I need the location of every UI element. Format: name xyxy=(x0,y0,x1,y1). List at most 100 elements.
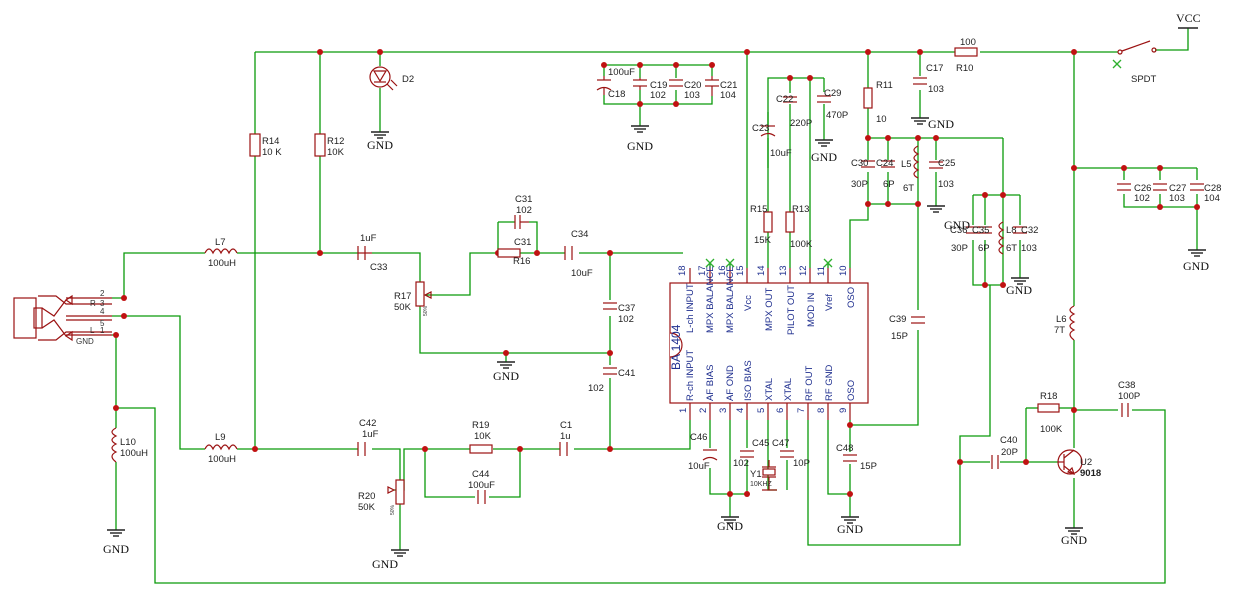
svg-text:L5: L5 xyxy=(901,159,912,170)
gnd-symbol-r17 xyxy=(497,361,515,369)
capacitor-c30: C30 30P xyxy=(851,158,875,190)
svg-text:100uH: 100uH xyxy=(208,454,236,465)
svg-text:15P: 15P xyxy=(891,331,908,342)
pin-num-11: 11 xyxy=(816,266,827,276)
svg-text:C35: C35 xyxy=(972,225,989,236)
capacitor-c17: C17 103 xyxy=(913,63,944,95)
svg-text:6T: 6T xyxy=(903,183,914,194)
inductor-l7: L7 100uH xyxy=(204,237,238,269)
pin-name-18: L-ch INPUT xyxy=(685,283,696,333)
pin-num-16: 16 xyxy=(717,265,728,276)
potentiometer-r20[interactable]: R20 50K 50% xyxy=(358,479,405,515)
spdt-switch[interactable]: SPDT xyxy=(1112,40,1157,85)
pin-name-11: Vref xyxy=(824,294,835,311)
pin-num-12: 12 xyxy=(798,265,809,276)
crystal-y1: Y1 10KHZ xyxy=(750,460,777,491)
led-d2: D2 xyxy=(369,66,414,91)
pin-name-4: ISO BIAS xyxy=(743,360,754,401)
pin-name-9: OSO xyxy=(846,380,857,401)
resistor-r10: 100 R10 xyxy=(954,37,978,74)
svg-text:C18: C18 xyxy=(608,89,625,100)
gnd-symbol-u2 xyxy=(1065,527,1083,535)
svg-text:50%: 50% xyxy=(423,305,429,316)
gnd-symbol-c29 xyxy=(815,139,833,147)
ic-top-pins xyxy=(689,268,851,283)
svg-text:30P: 30P xyxy=(851,179,868,190)
pin-name-3: AF OND xyxy=(725,365,736,401)
jack-gnd-label: GND xyxy=(76,337,94,346)
resistor-r14: R14 10 K xyxy=(249,133,282,158)
svg-text:102: 102 xyxy=(588,383,604,394)
no-connect-markers xyxy=(705,258,833,268)
svg-text:1uF: 1uF xyxy=(360,233,377,244)
svg-text:L7: L7 xyxy=(215,237,226,248)
resistor-r19: R19 10K xyxy=(469,420,493,454)
svg-text:104: 104 xyxy=(1204,193,1220,204)
svg-text:C46: C46 xyxy=(690,432,707,443)
svg-text:D2: D2 xyxy=(402,74,414,85)
svg-text:C41: C41 xyxy=(618,368,635,379)
gnd-symbol-c18 xyxy=(631,125,649,133)
svg-text:10uF: 10uF xyxy=(571,268,593,279)
svg-text:C48: C48 xyxy=(836,443,853,454)
capacitor-c1: C1 1u xyxy=(559,420,572,456)
svg-text:C27: C27 xyxy=(1169,183,1186,194)
svg-text:R13: R13 xyxy=(792,204,809,215)
label-c31: C31 xyxy=(515,194,532,205)
svg-text:10uF: 10uF xyxy=(688,461,710,472)
svg-text:C1: C1 xyxy=(560,420,572,431)
svg-text:C24: C24 xyxy=(876,158,893,169)
svg-text:R12: R12 xyxy=(327,136,344,147)
svg-text:C30: C30 xyxy=(851,158,868,169)
svg-text:1u: 1u xyxy=(560,431,571,442)
jack-pin-2: 2 xyxy=(100,289,105,298)
svg-text:10P: 10P xyxy=(793,458,810,469)
resistor-r18: R18 100K xyxy=(1037,391,1063,435)
ic-name: BA 1404 xyxy=(669,324,683,370)
svg-text:C17: C17 xyxy=(926,63,943,74)
gnd-label-l10: GND xyxy=(103,542,129,556)
pin-name-14: MPX OUT xyxy=(764,288,775,331)
pin-name-6: XTAL xyxy=(783,378,794,401)
audio-jack: 2 R 3 4 5 L 1 GND xyxy=(13,289,112,346)
capacitor-c31: C31 xyxy=(514,194,532,229)
svg-text:R19: R19 xyxy=(472,420,489,431)
capacitor-c34: C34 10uF xyxy=(564,229,593,279)
svg-text:C38: C38 xyxy=(1118,380,1135,391)
ic-ba1404: BA 1404 18 17 16 15 14 13 12 11 10 L-ch … xyxy=(669,258,869,420)
inductor-l10: L10 100uH xyxy=(111,427,148,463)
svg-text:R18: R18 xyxy=(1040,391,1057,402)
svg-text:30P: 30P xyxy=(951,243,968,254)
svg-text:10uF: 10uF xyxy=(770,148,792,159)
potentiometer-r17[interactable]: R17 50K 50% xyxy=(394,281,432,316)
svg-text:103: 103 xyxy=(938,179,954,190)
gnd-label-c18: GND xyxy=(627,139,653,153)
capacitor-c42: C42 1uF xyxy=(357,418,379,456)
svg-text:C29: C29 xyxy=(824,88,841,99)
pin-num-13: 13 xyxy=(778,265,789,276)
capacitor-c22: C22 220P xyxy=(776,94,812,129)
svg-text:C37: C37 xyxy=(618,303,635,314)
gnd-label-u2: GND xyxy=(1061,533,1087,547)
pin-num-6: 6 xyxy=(775,408,786,413)
jack-pin-1: 1 xyxy=(100,326,105,335)
pin-num-15: 15 xyxy=(735,265,746,276)
svg-text:10 K: 10 K xyxy=(262,147,282,158)
capacitor-c23: C23 10uF xyxy=(752,123,792,159)
svg-text:C47: C47 xyxy=(772,438,789,449)
label-c31-value: 102 xyxy=(516,205,532,216)
pin-name-7: RF OUT xyxy=(804,365,815,401)
pin-name-8: RF GND xyxy=(824,364,835,401)
pin-name-10: OSO xyxy=(846,287,857,308)
svg-text:C42: C42 xyxy=(359,418,376,429)
svg-text:R14: R14 xyxy=(262,136,279,147)
svg-text:100uF: 100uF xyxy=(608,67,635,78)
svg-text:C33: C33 xyxy=(370,262,387,273)
spdt-label: SPDT xyxy=(1131,74,1157,85)
svg-text:50K: 50K xyxy=(358,502,376,513)
gnd-symbol-c25 xyxy=(927,205,945,213)
gnd-label-c29: GND xyxy=(811,150,837,164)
svg-text:102: 102 xyxy=(1134,193,1150,204)
capacitor-c46: C46 10uF xyxy=(688,432,718,472)
gnd-symbol-c28 xyxy=(1188,249,1206,257)
